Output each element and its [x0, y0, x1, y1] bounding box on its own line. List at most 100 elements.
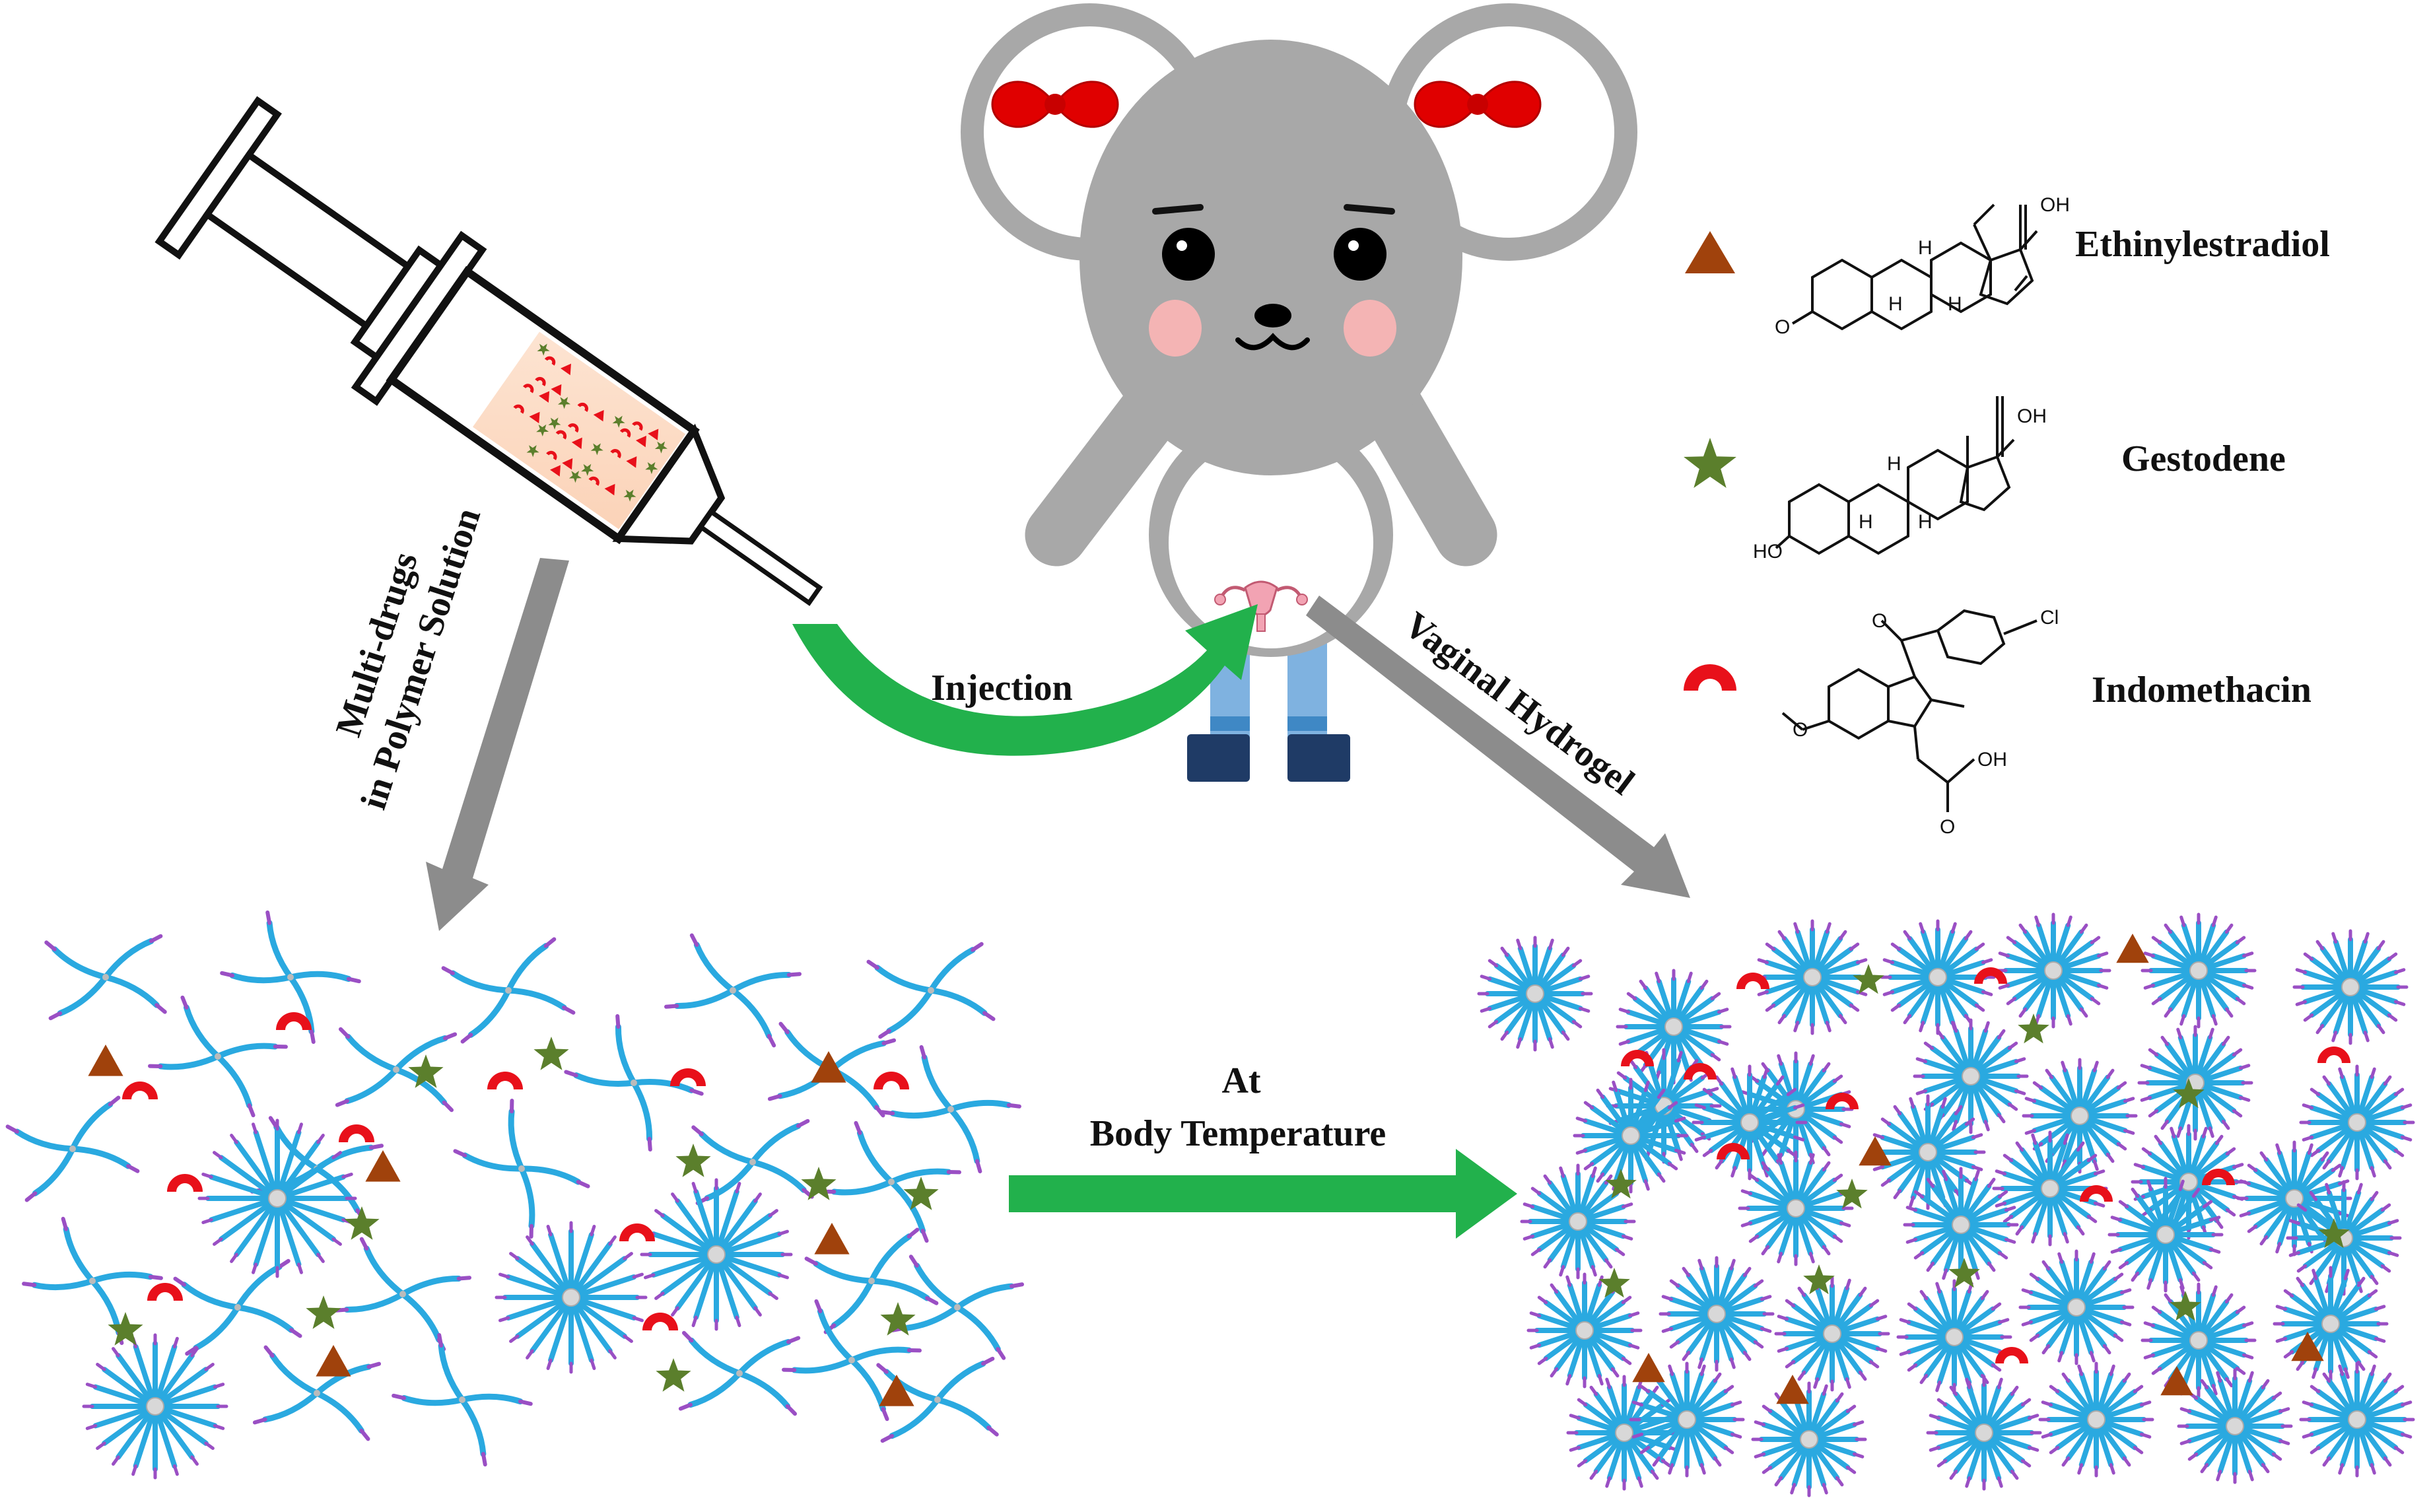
legend: Ethinylestradiol Gestodene Indomethacin [1684, 224, 2330, 710]
micelle-icon [1528, 1274, 1641, 1387]
gestodene-structure [1776, 396, 2014, 553]
svg-text:O: O [1793, 719, 1808, 741]
polymer-chain-icon [255, 1348, 379, 1439]
polymer-chain-icon [8, 1098, 138, 1200]
micelle-icon [1776, 1278, 1888, 1390]
micelle-icon [2020, 1251, 2133, 1363]
indomethacin-structure [1783, 611, 2037, 812]
mouse-icon [961, 3, 1637, 782]
svg-text:H: H [1918, 237, 1933, 259]
polymer-chain-icon [444, 940, 574, 1042]
ethinylestradiol-triangle-icon [88, 1045, 123, 1076]
gestodene-star-icon [675, 1144, 710, 1177]
indomethacin-halfring-icon [619, 1223, 655, 1241]
hydrogel-network [1479, 914, 2413, 1495]
svg-text:H: H [1888, 293, 1903, 315]
micelle-icon [2040, 1363, 2152, 1476]
polymer-chain-icon [175, 1261, 300, 1354]
ethinylestradiol-triangle-icon [2116, 934, 2148, 963]
gestodene-star-icon [656, 1358, 691, 1392]
gestodene-star-icon [2018, 1014, 2049, 1043]
polymer-chain-icon [868, 944, 993, 1037]
polymer-chain-icon [24, 1219, 161, 1343]
svg-text:H: H [1887, 453, 1901, 475]
svg-text:OH: OH [2040, 194, 2070, 216]
micelle-icon [1928, 1377, 2040, 1489]
polymer-chain-icon [882, 1047, 1019, 1171]
ethinylestradiol-triangle-icon [316, 1345, 351, 1377]
micelle-icon [2275, 1268, 2387, 1380]
indomethacin-halfring-icon [167, 1174, 203, 1192]
gestodene-star-icon [1836, 1179, 1868, 1208]
indomethacin-halfring-icon [339, 1124, 374, 1142]
ethinylestradiol-triangle-icon [1632, 1353, 1664, 1382]
svg-text:OH: OH [2017, 405, 2047, 427]
indomethacin-halfring-icon [487, 1072, 523, 1089]
polymer-chain-icon [455, 1101, 588, 1237]
ethinylestradiol-triangle-icon [811, 1051, 846, 1083]
micelle-icon [2142, 914, 2255, 1027]
polymer-chain-icon [666, 936, 800, 1046]
polymer-chain-icon [336, 1239, 469, 1350]
micelle-icon [496, 1223, 646, 1372]
micelle-icon [2301, 1363, 2413, 1476]
legend-indomethacin: Indomethacin [2092, 670, 2311, 710]
indomethacin-halfring-icon [147, 1283, 183, 1301]
micelle-icon [1997, 914, 2109, 1027]
indomethacin-halfring-icon [122, 1082, 158, 1099]
legend-gestodene: Gestodene [2121, 438, 2286, 479]
svg-text:O: O [1775, 316, 1790, 338]
syringe-icon [156, 95, 868, 671]
polymer-chain-icon [681, 1333, 798, 1414]
gestodene-star-icon [1684, 438, 1736, 488]
micelle-icon [642, 1180, 791, 1329]
gestodene-star-icon [306, 1295, 341, 1329]
gestodene-star-icon [533, 1037, 568, 1070]
ethinylestradiol-triangle-icon [1685, 231, 1735, 273]
injection-label: Injection [931, 668, 1073, 708]
micelle-icon [1898, 1281, 2010, 1393]
svg-text:HO: HO [1753, 541, 1783, 563]
polymer-chain-icon [566, 1016, 701, 1150]
polymer-chain-icon [394, 1335, 531, 1464]
ethinylestradiol-triangle-icon [1776, 1375, 1808, 1404]
micelle-icon [1661, 1258, 1773, 1370]
svg-text:O: O [1872, 610, 1887, 632]
micelle-icon [2142, 1284, 2255, 1396]
polymer-solution-network [8, 912, 1022, 1478]
polymer-chain-icon [150, 998, 286, 1115]
svg-text:H: H [1859, 511, 1873, 533]
micelle-icon [84, 1335, 226, 1478]
micelle-icon [1915, 1020, 2027, 1132]
svg-text:Cl: Cl [2040, 607, 2059, 629]
micelle-icon [1479, 938, 1591, 1050]
micelle-icon [1753, 1383, 1865, 1495]
micelle-icon [1905, 1169, 2017, 1281]
at-label: At [1221, 1060, 1260, 1101]
svg-text:OH: OH [1977, 749, 2007, 771]
polymer-chain-icon [893, 1256, 1022, 1357]
body-temperature-label: Body Temperature [1090, 1113, 1387, 1154]
ethinylestradiol-triangle-icon [365, 1150, 400, 1182]
gestodene-star-icon [344, 1206, 379, 1240]
ethinylestradiol-triangle-icon [814, 1223, 849, 1254]
svg-text:H: H [1948, 293, 1962, 315]
micelle-icon [2294, 931, 2407, 1043]
polymer-chain-icon [46, 936, 164, 1018]
polymer-chain-icon [693, 1121, 811, 1203]
micelle-icon [2139, 1027, 2251, 1139]
gestodene-star-icon [801, 1167, 836, 1200]
indomethacin-halfring-icon [873, 1072, 909, 1089]
svg-text:O: O [1940, 816, 1955, 838]
indomethacin-halfring-icon [1621, 1050, 1654, 1066]
body-temperature-arrow [1009, 1149, 1517, 1239]
polymer-chain-icon [222, 912, 359, 1042]
micelle-icon [1756, 921, 1868, 1033]
svg-text:H: H [1918, 511, 1933, 533]
micelle-icon [1568, 1377, 1680, 1489]
indomethacin-halfring-icon [1684, 664, 1736, 691]
micelle-icon [1872, 1096, 1984, 1208]
indomethacin-halfring-icon [670, 1068, 706, 1086]
